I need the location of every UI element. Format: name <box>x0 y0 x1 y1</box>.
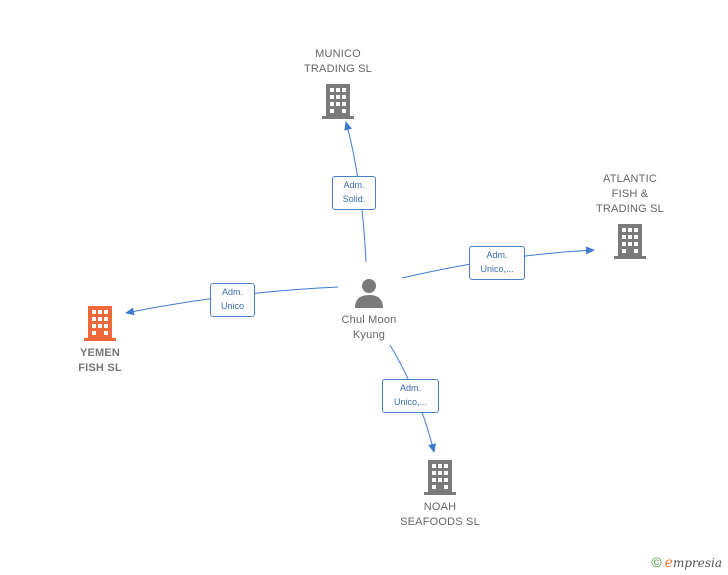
relation-label-munico[interactable]: Adm. Solid. <box>332 176 376 210</box>
relation-label-yemen[interactable]: Adm. Unico <box>210 283 255 317</box>
company-name: MUNICO TRADING SL <box>303 48 372 75</box>
brand-logo-initial: e <box>664 555 673 571</box>
relation-label-atlantic[interactable]: Adm. Unico,... <box>469 246 525 280</box>
building-icon <box>84 305 116 346</box>
footer-brand: ©empresia <box>651 554 722 571</box>
building-icon <box>614 223 646 264</box>
relation-label-noah[interactable]: Adm. Unico,... <box>382 379 439 413</box>
company-node-noah[interactable]: NOAH SEAFOODS SL <box>392 459 488 530</box>
copyright-symbol: © <box>651 554 662 570</box>
person-node[interactable]: Chul Moon Kyung <box>324 278 414 343</box>
company-node-munico[interactable]: MUNICO TRADING SL <box>290 47 386 124</box>
company-node-yemen[interactable]: YEMEN FISH SL <box>52 305 148 376</box>
brand-logo-text: mpresia <box>672 556 722 570</box>
building-icon <box>322 83 354 124</box>
building-icon <box>424 459 456 500</box>
person-icon <box>354 278 384 313</box>
person-name: Chul Moon Kyung <box>341 314 397 341</box>
company-node-atlantic[interactable]: ATLANTIC FISH & TRADING SL <box>582 172 678 264</box>
company-name: ATLANTIC FISH & TRADING SL <box>595 173 664 215</box>
company-name: YEMEN FISH SL <box>78 347 122 374</box>
company-name: NOAH SEAFOODS SL <box>400 501 480 528</box>
